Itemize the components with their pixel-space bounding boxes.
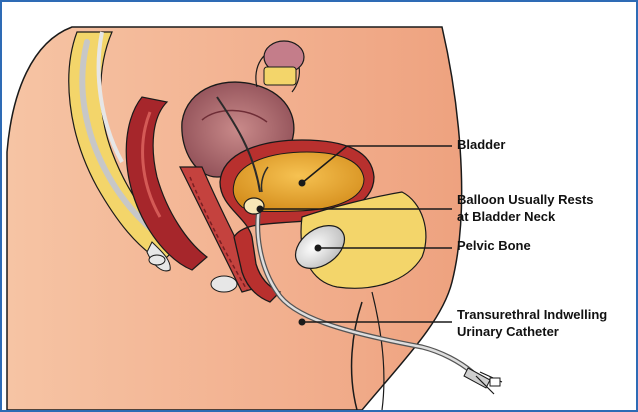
- label-balloon: Balloon Usually Rests at Bladder Neck: [457, 191, 594, 225]
- label-catheter-line1: Transurethral Indwelling: [457, 306, 607, 323]
- label-catheter-line2: Urinary Catheter: [457, 323, 607, 340]
- label-bladder-text: Bladder: [457, 137, 505, 152]
- label-pelvic-bone: Pelvic Bone: [457, 237, 531, 254]
- label-pelvic-bone-text: Pelvic Bone: [457, 238, 531, 253]
- label-balloon-line1: Balloon Usually Rests: [457, 191, 594, 208]
- label-catheter: Transurethral Indwelling Urinary Cathete…: [457, 306, 607, 340]
- label-balloon-line2: at Bladder Neck: [457, 208, 594, 225]
- catheter-connector: [464, 368, 490, 388]
- label-bladder: Bladder: [457, 136, 505, 153]
